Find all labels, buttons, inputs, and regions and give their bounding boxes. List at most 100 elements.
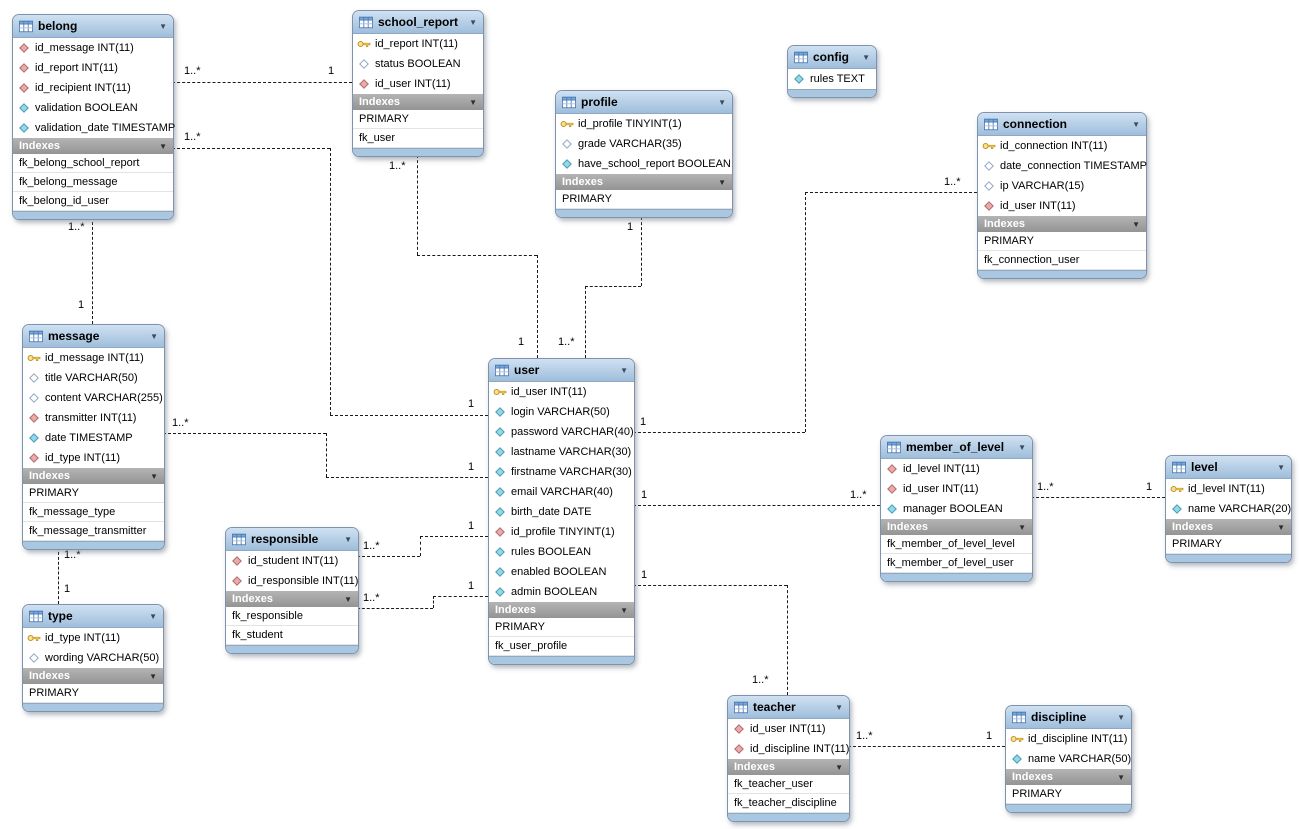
column-row[interactable]: ip VARCHAR(15) (978, 176, 1146, 196)
index-row[interactable]: fk_connection_user (978, 251, 1146, 270)
index-row[interactable]: PRIMARY (353, 110, 483, 129)
collapse-arrow-icon[interactable]: ▼ (149, 611, 157, 621)
index-row[interactable]: fk_responsible (226, 607, 358, 626)
column-row[interactable]: id_discipline INT(11) (728, 739, 849, 759)
indexes-header[interactable]: Indexes▼ (13, 138, 173, 154)
table-config[interactable]: config▼rules TEXT (787, 45, 877, 98)
index-row[interactable]: fk_user_profile (489, 637, 634, 656)
column-row[interactable]: id_recipient INT(11) (13, 78, 173, 98)
collapse-arrow-icon[interactable]: ▼ (835, 702, 843, 712)
relationship-line-fk_responsible[interactable] (433, 596, 434, 608)
table-header[interactable]: teacher▼ (728, 696, 849, 719)
column-row[interactable]: transmitter INT(11) (23, 408, 164, 428)
indexes-header[interactable]: Indexes▼ (1006, 769, 1131, 785)
indexes-header[interactable]: Indexes▼ (23, 468, 164, 484)
column-row[interactable]: id_type INT(11) (23, 628, 163, 648)
table-header[interactable]: user▼ (489, 359, 634, 382)
collapse-arrow-icon[interactable]: ▼ (150, 471, 158, 481)
index-row[interactable]: fk_belong_id_user (13, 192, 173, 211)
column-row[interactable]: id_report INT(11) (13, 58, 173, 78)
column-row[interactable]: id_user INT(11) (489, 382, 634, 402)
relationship-line-fk_belong_school_report[interactable] (172, 82, 352, 83)
indexes-header[interactable]: Indexes▼ (728, 759, 849, 775)
column-row[interactable]: date_connection TIMESTAMP (978, 156, 1147, 176)
collapse-arrow-icon[interactable]: ▼ (1132, 219, 1140, 229)
relationship-line-fk_member_of_level_user[interactable] (633, 505, 880, 506)
collapse-arrow-icon[interactable]: ▼ (835, 762, 843, 772)
collapse-arrow-icon[interactable]: ▼ (150, 331, 158, 341)
collapse-arrow-icon[interactable]: ▼ (1018, 522, 1026, 532)
relationship-line-fk_belong_id_user[interactable] (330, 415, 488, 416)
table-connection[interactable]: connection▼id_connection INT(11)date_con… (977, 112, 1147, 279)
table-header[interactable]: message▼ (23, 325, 164, 348)
relationship-line-fk_belong_message[interactable] (92, 217, 93, 324)
index-row[interactable]: fk_member_of_level_level (881, 535, 1032, 554)
collapse-arrow-icon[interactable]: ▼ (862, 52, 870, 62)
index-row[interactable]: fk_message_transmitter (23, 522, 164, 541)
collapse-arrow-icon[interactable]: ▼ (159, 21, 167, 31)
relationship-line-fk_teacher_user[interactable] (787, 585, 788, 695)
table-header[interactable]: school_report▼ (353, 11, 483, 34)
relationship-line-fk_belong_id_user[interactable] (330, 148, 331, 415)
indexes-header[interactable]: Indexes▼ (556, 174, 732, 190)
column-row[interactable]: rules BOOLEAN (489, 542, 634, 562)
collapse-arrow-icon[interactable]: ▼ (1277, 522, 1285, 532)
index-row[interactable]: PRIMARY (1166, 535, 1291, 554)
relationship-line-fk_school_report_user[interactable] (537, 255, 538, 358)
relationship-line-fk_connection_user[interactable] (805, 192, 806, 432)
index-row[interactable]: fk_teacher_user (728, 775, 849, 794)
table-header[interactable]: profile▼ (556, 91, 732, 114)
relationship-line-fk_message_transmitter[interactable] (326, 433, 327, 477)
relationship-line-fk_student[interactable] (420, 536, 488, 537)
relationship-line-fk_member_of_level_level[interactable] (1031, 497, 1165, 498)
table-discipline[interactable]: discipline▼id_discipline INT(11)name VAR… (1005, 705, 1132, 813)
table-user[interactable]: user▼id_user INT(11)login VARCHAR(50)pas… (488, 358, 635, 665)
table-header[interactable]: discipline▼ (1006, 706, 1131, 729)
index-row[interactable]: fk_belong_school_report (13, 154, 173, 173)
collapse-arrow-icon[interactable]: ▼ (620, 365, 628, 375)
index-row[interactable]: fk_message_type (23, 503, 164, 522)
column-row[interactable]: id_type INT(11) (23, 448, 164, 468)
indexes-header[interactable]: Indexes▼ (1166, 519, 1291, 535)
column-row[interactable]: validation BOOLEAN (13, 98, 173, 118)
column-row[interactable]: lastname VARCHAR(30) (489, 442, 634, 462)
column-row[interactable]: date TIMESTAMP (23, 428, 164, 448)
table-profile[interactable]: profile▼id_profile TINYINT(1)grade VARCH… (555, 90, 733, 218)
indexes-header[interactable]: Indexes▼ (353, 94, 483, 110)
relationship-line-fk_student[interactable] (357, 556, 420, 557)
index-row[interactable]: fk_user (353, 129, 483, 148)
column-row[interactable]: status BOOLEAN (353, 54, 483, 74)
index-row[interactable]: fk_teacher_discipline (728, 794, 849, 813)
collapse-arrow-icon[interactable]: ▼ (718, 97, 726, 107)
column-row[interactable]: id_connection INT(11) (978, 136, 1146, 156)
column-row[interactable]: name VARCHAR(50) (1006, 749, 1131, 769)
column-row[interactable]: have_school_report BOOLEAN (556, 154, 732, 174)
index-row[interactable]: PRIMARY (23, 684, 163, 703)
indexes-header[interactable]: Indexes▼ (226, 591, 358, 607)
indexes-header[interactable]: Indexes▼ (23, 668, 163, 684)
collapse-arrow-icon[interactable]: ▼ (1132, 119, 1140, 129)
relationship-line-fk_connection_user[interactable] (805, 192, 977, 193)
table-teacher[interactable]: teacher▼id_user INT(11)id_discipline INT… (727, 695, 850, 822)
column-row[interactable]: title VARCHAR(50) (23, 368, 164, 388)
relationship-line-fk_responsible[interactable] (357, 608, 433, 609)
relationship-line-fk_message_transmitter[interactable] (326, 477, 488, 478)
relationship-line-fk_school_report_user[interactable] (417, 155, 418, 255)
relationship-line-fk_user_profile[interactable] (641, 217, 642, 286)
collapse-arrow-icon[interactable]: ▼ (159, 141, 167, 151)
column-row[interactable]: id_level INT(11) (1166, 479, 1291, 499)
collapse-arrow-icon[interactable]: ▼ (344, 534, 352, 544)
column-row[interactable]: id_responsible INT(11) (226, 571, 358, 591)
column-row[interactable]: name VARCHAR(20) (1166, 499, 1291, 519)
index-row[interactable]: fk_belong_message (13, 173, 173, 192)
table-school_report[interactable]: school_report▼id_report INT(11)status BO… (352, 10, 484, 157)
column-row[interactable]: id_user INT(11) (353, 74, 483, 94)
relationship-line-fk_school_report_user[interactable] (417, 255, 537, 256)
table-header[interactable]: config▼ (788, 46, 876, 69)
collapse-arrow-icon[interactable]: ▼ (344, 594, 352, 604)
indexes-header[interactable]: Indexes▼ (489, 602, 634, 618)
index-row[interactable]: PRIMARY (556, 190, 732, 209)
collapse-arrow-icon[interactable]: ▼ (620, 605, 628, 615)
collapse-arrow-icon[interactable]: ▼ (1018, 442, 1026, 452)
